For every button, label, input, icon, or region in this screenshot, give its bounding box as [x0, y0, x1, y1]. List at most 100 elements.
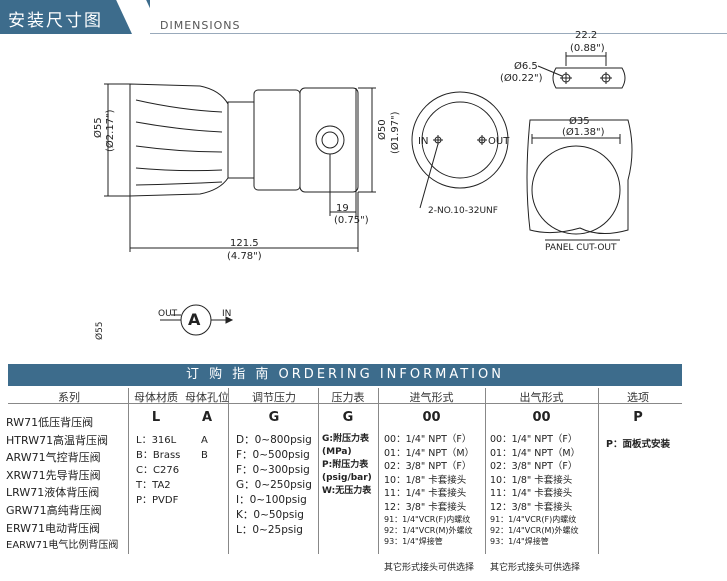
list-item: (MPa)	[322, 447, 352, 457]
page-subtitle: DIMENSIONS	[160, 19, 241, 32]
dim-length: 121.5	[230, 238, 259, 249]
list-item: 10：1/8" 卡套接头	[384, 474, 467, 486]
list-item: D：0~800psig	[236, 434, 312, 446]
list-item: 92：1/4"VCR(M)外螺纹	[384, 526, 473, 535]
list-item: T：TA2	[136, 480, 171, 491]
dim-22-2-inch: (0.88")	[570, 43, 605, 54]
list-item: G：0~250psig	[236, 479, 312, 491]
valve-knob	[129, 83, 229, 197]
list-item: 11：1/4" 卡套接头	[384, 488, 467, 499]
list-item: 01：1/4" NPT（M）	[490, 447, 581, 459]
gauge-list: G:附压力表 (MPa) P:附压力表 (psig/bar) W:无压力表	[322, 433, 372, 498]
code-outlet: 00	[532, 410, 551, 425]
list-item: L：0~25psig	[236, 524, 303, 536]
dim-19-inch: (0.75")	[334, 215, 369, 226]
header-divider	[8, 403, 682, 404]
ordering-title: 订 购 指 南 ORDERING INFORMATION	[8, 364, 682, 386]
mounting-slot	[552, 67, 626, 89]
series-list: RW71低压背压阀 HTRW71高温背压阀 ARW71气控背压阀 XRW71先导…	[6, 414, 118, 555]
symbol-out: OUT	[158, 309, 178, 319]
thread-note: 2-NO.10-32UNF	[428, 206, 498, 216]
dim-d6-5: Ø6.5	[514, 61, 538, 72]
list-item: 91：1/4"VCR(F)内螺纹	[490, 515, 577, 524]
dim-d35-inch: (Ø1.38")	[562, 127, 605, 138]
list-item: 12：3/8" 卡套接头	[384, 501, 467, 513]
valve-neck	[227, 101, 255, 179]
dim-d6-5-inch: (Ø0.22")	[500, 73, 543, 84]
dim-d55: Ø55	[94, 321, 105, 340]
list-item: P：面板式安装	[606, 439, 670, 450]
list-item: 93：1/4"焊接管	[490, 537, 549, 546]
list-item: 91：1/4"VCR(F)内螺纹	[384, 515, 471, 524]
col-divider	[228, 388, 229, 554]
list-item: 02：3/8" NPT（F）	[490, 461, 578, 472]
inlet-footnote: 其它形式接头可供选择	[384, 563, 475, 573]
header-material: 母体材质	[134, 391, 178, 404]
list-item: LRW71液体背压阀	[6, 486, 100, 500]
port-out-label: OUT	[488, 136, 510, 147]
dim-length-inch: (4.78")	[227, 251, 262, 262]
port-list: A B	[201, 433, 208, 463]
list-item: 00：1/4" NPT（F）	[384, 434, 472, 445]
col-divider	[598, 388, 599, 554]
dim-22-2: 22.2	[575, 30, 598, 41]
page-title: 安装尺寸图	[8, 11, 103, 31]
pressure-list: D：0~800psig F：0~500psig F：0~300psig G：0~…	[236, 433, 312, 538]
list-item: G:附压力表	[322, 434, 369, 444]
header-inlet: 进气形式	[409, 391, 454, 404]
list-item: RW71低压背压阀	[6, 416, 94, 429]
list-item: B：Brass	[136, 450, 181, 461]
valve-bonnet	[253, 89, 301, 191]
list-item: I：0~100psig	[236, 494, 307, 506]
col-divider	[128, 388, 129, 554]
list-item: 11：1/4" 卡套接头	[490, 488, 573, 499]
col-divider	[485, 388, 486, 554]
list-item: ERW71电动背压阀	[6, 521, 101, 535]
inlet-list: 00：1/4" NPT（F） 01：1/4" NPT（M） 02：3/8" NP…	[384, 433, 474, 547]
dim-d50: Ø50	[377, 119, 388, 140]
option-list: P：面板式安装	[606, 438, 670, 451]
list-item: F：0~300psig	[236, 464, 310, 476]
code-pressure: G	[268, 410, 280, 425]
list-item: 12：3/8" 卡套接头	[490, 501, 573, 513]
front-view-outer	[411, 91, 509, 189]
list-item: 10：1/8" 卡套接头	[490, 474, 573, 486]
header-outlet: 出气形式	[519, 391, 564, 404]
symbol-letter: A	[188, 310, 201, 329]
symbol-in: IN	[222, 309, 232, 319]
front-view-inner	[421, 101, 499, 179]
list-item: K：0~50psig	[236, 509, 304, 521]
panel-cutout	[526, 119, 633, 234]
header-port: 母体孔位	[185, 391, 229, 404]
header-gauge: 压力表	[331, 391, 365, 404]
code-inlet: 00	[422, 410, 441, 425]
col-divider	[378, 388, 379, 554]
outlet-footnote: 其它形式接头可供选择	[490, 563, 581, 573]
body-port	[315, 125, 345, 155]
list-item: 01：1/4" NPT（M）	[384, 447, 475, 459]
list-item: XRW71先导背压阀	[6, 468, 101, 482]
header-rule	[150, 33, 727, 34]
dim-d50-inch: (Ø1.97")	[390, 111, 401, 154]
list-item: HTRW71高温背压阀	[6, 433, 109, 447]
code-option: P	[633, 410, 643, 425]
list-item: F：0~500psig	[236, 449, 310, 461]
section-header: 安装尺寸图 DIMENSIONS	[0, 0, 727, 40]
list-item: W:无压力表	[322, 486, 372, 496]
header-series: 系列	[58, 391, 80, 404]
port-in-label: IN	[418, 136, 429, 147]
code-port: A	[201, 410, 213, 425]
list-item: GRW71高纯背压阀	[6, 503, 102, 517]
list-item: C：C276	[136, 465, 180, 476]
material-list: L：316L B：Brass C：C276 T：TA2 P：PVDF	[136, 433, 180, 508]
list-item: ARW71气控背压阀	[6, 451, 101, 465]
list-item: P:附压力表	[322, 460, 369, 470]
list-item: (psig/bar)	[322, 473, 372, 483]
list-item: L：316L	[136, 435, 177, 446]
list-item: A	[201, 435, 208, 446]
dimension-drawing: Ø55	[94, 52, 633, 340]
code-gauge: G	[342, 410, 354, 425]
list-item: EARW71电气比例背压阀	[6, 540, 119, 552]
code-material: L	[151, 410, 161, 425]
dim-d55-inch: (Ø2.17")	[105, 109, 116, 152]
